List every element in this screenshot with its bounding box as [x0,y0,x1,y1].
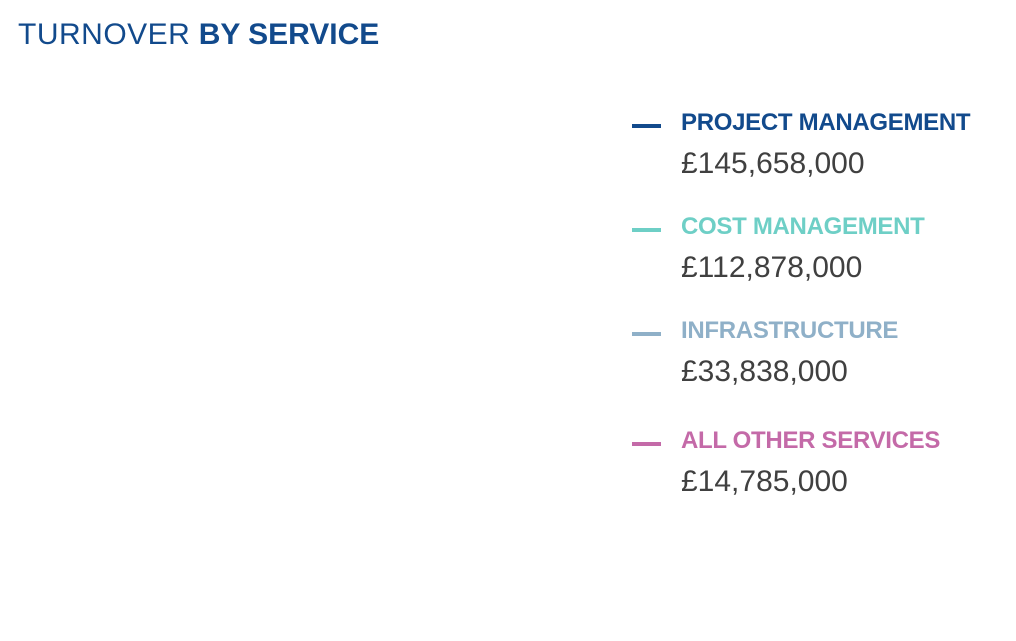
legend-value: £14,785,000 [681,465,848,498]
legend-swatch [632,442,661,446]
legend-label: COST MANAGEMENT [681,213,925,240]
legend-label: PROJECT MANAGEMENT [681,109,971,136]
legend-item: ALL OTHER SERVICES £14,785,000 [632,422,1016,512]
legend-swatch [632,124,661,128]
legend-label: ALL OTHER SERVICES [681,427,941,454]
legend-swatch [632,228,661,232]
chart-plot-area [0,70,600,630]
legend-item: COST MANAGEMENT £112,878,000 [632,208,1016,298]
legend-swatch [632,332,661,336]
chart-title-light: TURNOVER [18,18,191,51]
legend-item: PROJECT MANAGEMENT £145,658,000 [632,104,1016,194]
legend-value: £112,878,000 [681,251,863,284]
legend-label: INFRASTRUCTURE [681,317,899,344]
legend-value: £33,838,000 [681,355,848,388]
chart-title-bold: BY SERVICE [198,18,380,51]
legend-value: £145,658,000 [681,147,865,180]
legend-item: INFRASTRUCTURE £33,838,000 [632,312,1016,402]
chart-title: TURNOVER BY SERVICE [18,18,379,52]
